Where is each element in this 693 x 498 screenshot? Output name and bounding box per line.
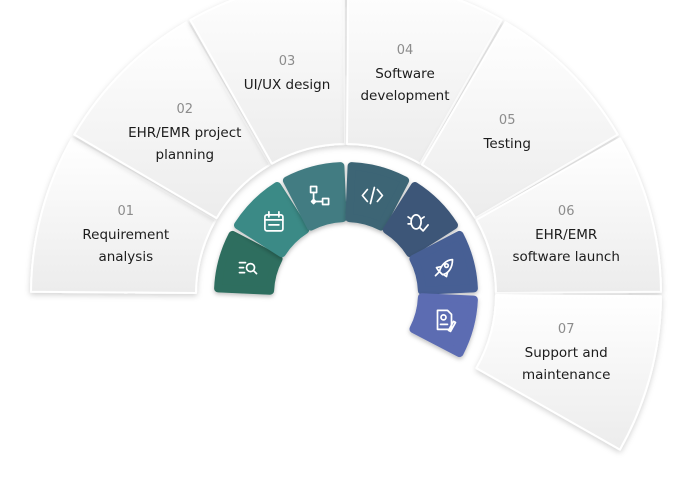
step-number: 06	[558, 204, 575, 219]
icon-tile-shape	[214, 230, 283, 295]
step-icon-tile-02	[234, 182, 310, 258]
flowchart-icon	[309, 185, 330, 206]
step-number: 07	[558, 322, 575, 337]
step-title-line: EHR/EMR	[535, 227, 597, 243]
step-icon-tile-04	[345, 162, 410, 231]
step-icon-tile-07	[409, 293, 478, 358]
step-title-line: UI/UX design	[244, 77, 331, 93]
step-card-shape	[30, 137, 217, 294]
step-icon-tile-06	[409, 230, 478, 295]
step-icon-tile-01	[214, 230, 283, 295]
step-card-shape	[346, 0, 503, 165]
search-list-icon	[238, 261, 258, 275]
step-card-shape	[420, 21, 619, 220]
step-card-shape	[475, 294, 662, 451]
step-title-line: development	[360, 88, 449, 104]
icon-tile-shape	[345, 162, 410, 231]
step-number: 01	[118, 204, 135, 219]
step-card-shape	[73, 21, 272, 220]
step-number: 02	[177, 102, 194, 117]
code-icon	[361, 186, 384, 205]
step-card-shape	[475, 137, 662, 294]
step-icon-tile-03	[282, 162, 347, 231]
step-title-line: analysis	[98, 249, 153, 265]
step-title-line: Requirement	[82, 227, 169, 243]
step-title-line: Testing	[482, 136, 530, 152]
calendar-icon	[264, 211, 284, 232]
step-title-line: planning	[156, 147, 215, 163]
step-number: 03	[279, 54, 296, 69]
step-card-shape	[189, 0, 346, 165]
step-number: 04	[397, 43, 414, 58]
step-title-line: Software	[375, 66, 435, 82]
step-title-line: maintenance	[522, 367, 610, 383]
document-gear-icon	[436, 309, 457, 333]
icon-tile-shape	[282, 162, 347, 231]
step-title-line: EHR/EMR project	[128, 125, 241, 141]
step-title-line: software launch	[513, 249, 620, 265]
rocket-icon	[434, 258, 454, 278]
step-number: 05	[499, 113, 516, 128]
step-icon-tile-05	[382, 182, 458, 258]
bug-check-icon	[407, 214, 429, 232]
step-title-line: Support and	[525, 345, 608, 361]
